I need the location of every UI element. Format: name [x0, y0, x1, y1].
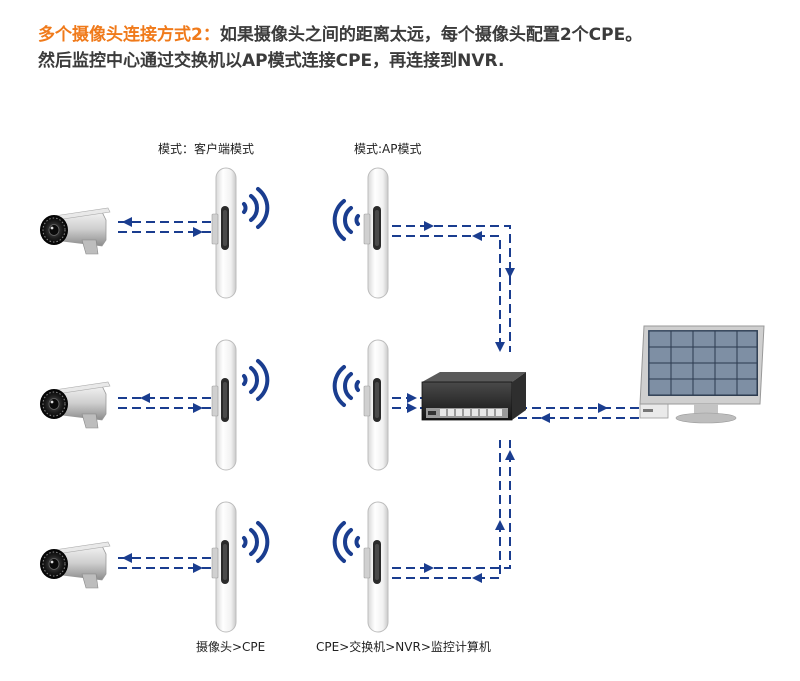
- cpe-client-icon: [211, 339, 237, 471]
- wifi-icon: [242, 359, 270, 401]
- camera-links: [118, 221, 212, 569]
- switch-icon: [421, 372, 526, 421]
- client-mode-label: 模式：客户端模式: [158, 142, 255, 156]
- wifi-icon: [332, 365, 360, 407]
- title-line: 多个摄像头连接方式2：如果摄像头之间的距离太远，每个摄像头配置2个CPE。: [38, 22, 788, 48]
- camera-icon: [39, 381, 111, 429]
- wifi-icon: [332, 199, 360, 241]
- title-highlight: 多个摄像头连接方式2：: [38, 25, 220, 45]
- nvr-icon: [639, 403, 669, 419]
- link-arrows: [122, 217, 203, 573]
- cpe-client-icon: [211, 501, 237, 633]
- ap-mode-label: 模式:AP模式: [354, 142, 422, 156]
- wifi-icon: [242, 187, 270, 229]
- camera-icon: [39, 207, 111, 255]
- camera-cpe-label: 摄像头>CPE: [196, 640, 266, 654]
- cpe-ap-icon: [363, 167, 389, 299]
- subtitle: 然后监控中心通过交换机以AP模式连接CPE，再连接到NVR.: [38, 51, 505, 71]
- cpe-chain-label: CPE>交换机>NVR>监控计算机: [316, 640, 491, 654]
- ap-arrows: [407, 221, 608, 583]
- header: 多个摄像头连接方式2：如果摄像头之间的距离太远，每个摄像头配置2个CPE。 然后…: [38, 22, 788, 74]
- title-text: 如果摄像头之间的距离太远，每个摄像头配置2个CPE。: [219, 25, 643, 45]
- cpe-ap-icon: [363, 339, 389, 471]
- cpe-client-icon: [211, 167, 237, 299]
- wifi-icon: [242, 521, 270, 563]
- monitor-icon: [639, 325, 765, 424]
- cpe-ap-icon: [363, 501, 389, 633]
- camera-icon: [39, 541, 111, 589]
- wifi-icon: [332, 521, 360, 563]
